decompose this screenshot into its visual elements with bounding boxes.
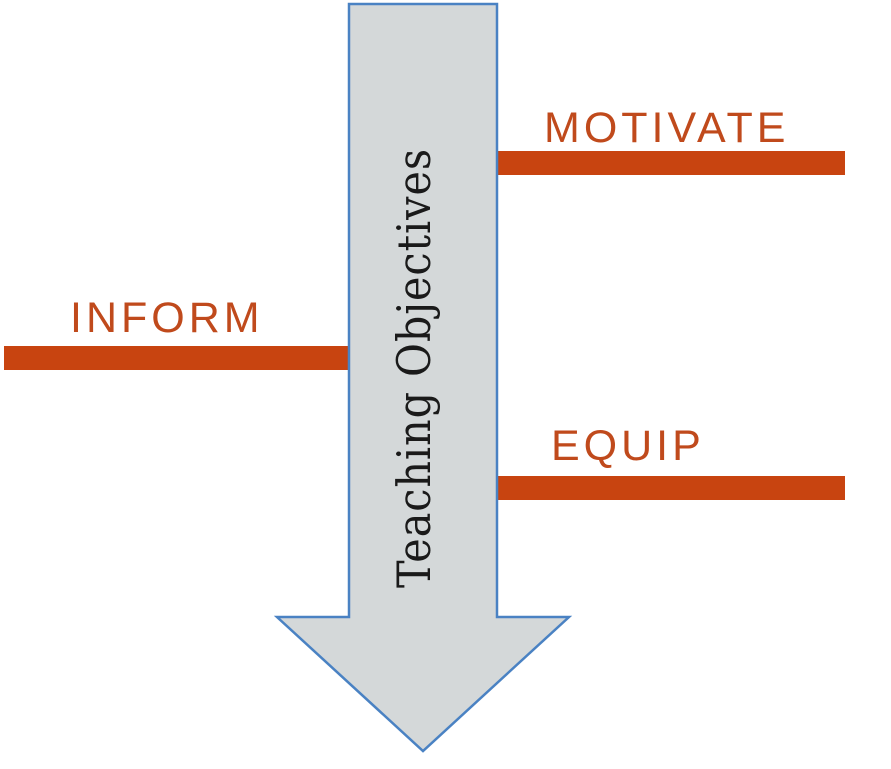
inform-bar (4, 346, 349, 370)
down-arrow (273, 2, 573, 753)
inform-label: INFORM (70, 294, 264, 342)
motivate-bar (497, 151, 845, 175)
equip-bar (497, 476, 845, 500)
motivate-label: MOTIVATE (544, 104, 789, 152)
equip-label: EQUIP (551, 422, 705, 470)
teaching-objectives-label: Teaching Objectives (387, 148, 441, 588)
